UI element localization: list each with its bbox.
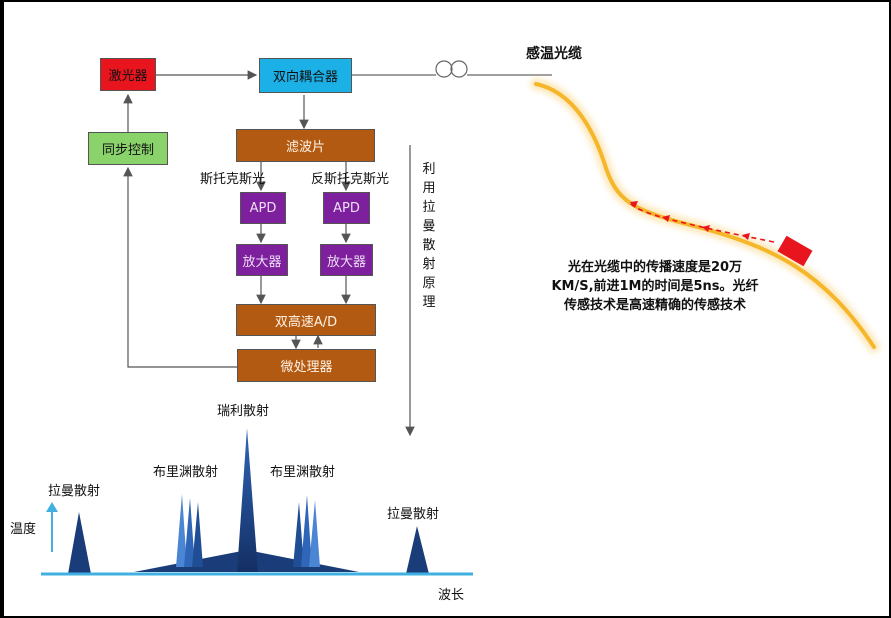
- connector-layer: [41, 60, 880, 576]
- speed-note-line: KM/S,前进1M的时间是5ns。光纤: [551, 279, 759, 294]
- raman-left-peak: [68, 512, 91, 574]
- rayleigh-label: 瑞利散射: [217, 404, 270, 419]
- wavelength-axis-label: 波长: [438, 588, 465, 603]
- coupler-box: 双向耦合器: [259, 58, 352, 93]
- pulse-arrow-icon: [702, 225, 710, 232]
- speed-note: 光在光缆中的传播速度是20万 KM/S,前进1M的时间是5ns。光纤 传感技术是…: [520, 258, 790, 315]
- arrow-mcu-sync: [123, 166, 237, 368]
- brillouin-right-peak: [293, 502, 304, 567]
- anti-stokes-label: 反斯托克斯光: [311, 172, 390, 187]
- filter-label: 滤波片: [285, 140, 325, 155]
- pulse-arrow-icon: [742, 233, 750, 240]
- amplifier-right-box: 放大器: [320, 244, 373, 276]
- brillouin-left-peak: [192, 502, 203, 567]
- brillouin-left-peak: [176, 494, 187, 567]
- brillouin-right-label: 布里渊散射: [270, 465, 336, 480]
- coupler-label: 双向耦合器: [272, 70, 338, 85]
- raman-right-peak: [406, 526, 429, 574]
- adc-label: 双高速A/D: [274, 314, 338, 330]
- fiber-coil-icon: [435, 60, 453, 78]
- mcu-label: 微处理器: [280, 360, 333, 375]
- brillouin-left-peak: [184, 498, 195, 567]
- amplifier-left-label: 放大器: [242, 254, 282, 270]
- fiber-coil-icon: [450, 60, 468, 78]
- sync-control-label: 同步控制: [101, 143, 154, 158]
- spectrum-chart: [41, 428, 473, 576]
- apd-right-label: APD: [333, 200, 360, 216]
- sync-control-box: 同步控制: [88, 132, 168, 165]
- speed-note-line: 传感技术是高速精确的传感技术: [563, 298, 746, 313]
- apd-right-box: APD: [323, 192, 370, 224]
- laser-box: 激光器: [100, 58, 156, 91]
- raman-principle-label: 利 用 拉 曼 散 射 原 理: [422, 162, 436, 310]
- light-pulse-marker: [777, 235, 813, 267]
- temperature-axis-arrow-icon: [46, 502, 58, 512]
- amplifier-right-label: 放大器: [326, 254, 366, 270]
- stokes-label: 斯托克斯光: [200, 172, 266, 187]
- rayleigh-peak: [237, 428, 258, 572]
- raman-right-label: 拉曼散射: [387, 507, 440, 522]
- brillouin-left-label: 布里渊散射: [153, 465, 219, 480]
- sensing-cable-label: 感温光缆: [526, 46, 582, 62]
- diagram-canvas: 激光器 双向耦合器 同步控制 滤波片 APD APD 放大器 放大器 双高速A/…: [4, 2, 889, 616]
- adc-box: 双高速A/D: [236, 304, 376, 336]
- temperature-axis-label: 温度: [10, 522, 37, 537]
- speed-note-line: 光在光缆中的传播速度是20万: [567, 260, 743, 275]
- brillouin-right-peak: [301, 495, 312, 567]
- amplifier-left-box: 放大器: [236, 244, 288, 276]
- pulse-arrow-icon: [662, 215, 670, 222]
- pulse-arrow-icon: [630, 201, 638, 208]
- raman-left-label: 拉曼散射: [48, 484, 101, 499]
- filter-box: 滤波片: [236, 129, 375, 162]
- apd-left-box: APD: [240, 192, 286, 224]
- laser-label: 激光器: [108, 69, 148, 84]
- apd-left-label: APD: [249, 200, 277, 216]
- mcu-box: 微处理器: [237, 349, 376, 382]
- brillouin-right-peak: [309, 500, 320, 567]
